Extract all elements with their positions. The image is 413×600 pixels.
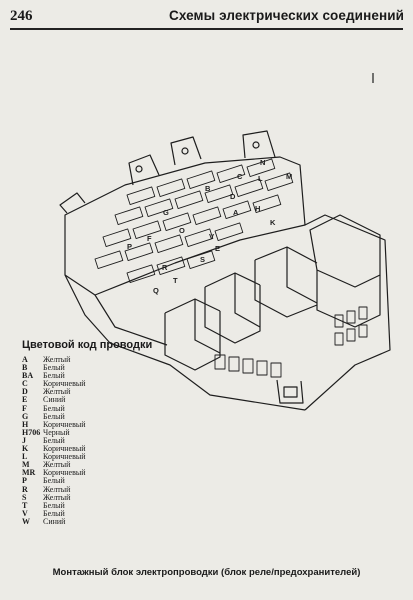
diagram-label: S [200, 255, 205, 264]
legend-color-name: Белый [43, 435, 65, 445]
legend-color-name: Синий [43, 395, 66, 405]
legend-code: F [22, 403, 27, 413]
legend-color-name: Желтый [43, 460, 71, 470]
legend-title: Цветовой код проводки [22, 339, 153, 351]
legend-color-name: Коричневый [43, 419, 86, 429]
legend-code: MR [22, 468, 36, 478]
diagram-label: K [270, 218, 276, 227]
legend-color-name: Желтый [43, 492, 71, 502]
legend-row: V Белый [22, 508, 86, 518]
legend-color-name: Желтый [43, 387, 71, 397]
diagram-label: Q [153, 286, 159, 295]
legend-color-name: Белый [43, 476, 65, 486]
legend-row: P Белый [22, 477, 86, 485]
legend-code: R [22, 484, 28, 494]
legend-color-name: Коричневый [43, 452, 86, 462]
legend-color-name: Коричневый [43, 444, 86, 454]
diagram-label: M [286, 172, 292, 181]
diagram-label: F [147, 234, 152, 243]
legend-code: K [22, 444, 29, 454]
legend-color-name: Белый [43, 411, 65, 421]
legend-color-name: Черный [43, 427, 70, 437]
legend-row: B Белый [22, 363, 86, 373]
legend-color-name: Белый [43, 508, 65, 518]
legend-color-name: Желтый [43, 484, 71, 494]
legend-code: H [22, 419, 29, 429]
legend-row: L Коричневый [22, 453, 86, 461]
page-header: 246 Схемы электрических соединений [10, 8, 404, 26]
legend-color-name: Коричневый [43, 468, 86, 478]
diagram-label: V [209, 232, 214, 241]
diagram-label: E [215, 244, 220, 253]
diagram-label: A [233, 208, 239, 217]
legend-code: V [22, 508, 28, 518]
diagram-label: H [255, 204, 260, 213]
figure-caption: Монтажный блок электропроводки (блок рел… [52, 567, 361, 578]
legend-color-name: Коричневый [43, 379, 86, 389]
legend-code: A [22, 355, 28, 364]
legend-code: B [22, 363, 28, 373]
legend-code: H706 [22, 427, 41, 437]
fuse-box-diagram: G B C N L M O H P F K R S T Q V A E D [59, 73, 391, 411]
legend-row: F Белый [22, 403, 86, 413]
legend-code: T [22, 500, 28, 510]
legend-row: BA Белый [22, 372, 86, 380]
legend-row: T Белый [22, 500, 86, 510]
legend-code: E [22, 395, 28, 405]
diagram-label: N [260, 158, 265, 167]
legend-row: C Коричневый [22, 380, 86, 388]
legend-code: BA [22, 371, 34, 381]
legend-code: J [22, 435, 26, 445]
legend-row: W Синий [22, 516, 86, 526]
legend-code: G [22, 411, 29, 421]
header-rule [10, 28, 403, 30]
legend-code: D [22, 387, 28, 397]
diagram-label: G [163, 208, 169, 217]
legend-row: MR Коричневый [22, 469, 86, 477]
page-number: 246 [10, 8, 33, 24]
legend-code: S [22, 492, 27, 502]
diagram-label: D [230, 192, 236, 201]
legend-color-name: Белый [43, 403, 65, 413]
legend-row: M Желтый [22, 461, 86, 469]
legend-row: S Желтый [22, 492, 86, 502]
legend-row: J Белый [22, 435, 86, 445]
legend-color-name: Синий [43, 516, 66, 526]
legend-color-name: Желтый [43, 355, 71, 364]
legend-row: D Желтый [22, 388, 86, 396]
legend-row: H Коричневый [22, 419, 86, 429]
diagram-label: R [162, 263, 168, 272]
diagram-label: B [205, 184, 211, 193]
diagram-label: C [237, 172, 243, 181]
diagram-label: O [179, 226, 185, 235]
legend-row: R Желтый [22, 484, 86, 494]
diagram-label: P [127, 242, 132, 251]
legend-row: G Белый [22, 411, 86, 421]
legend-row: E Синий [22, 396, 86, 404]
diagram-label: T [173, 276, 178, 285]
legend-row: A Желтый [22, 355, 86, 364]
legend-code: W [22, 516, 30, 526]
legend-code: M [22, 460, 30, 470]
diagram-label: L [258, 174, 263, 183]
legend-color-name: Белый [43, 371, 65, 381]
legend-code: P [22, 476, 27, 486]
page-title: Схемы электрических соединений [169, 8, 404, 23]
legend-color-name: Белый [43, 500, 65, 510]
legend-color-name: Белый [43, 363, 65, 373]
legend-row: K Коричневый [22, 444, 86, 454]
legend-code: C [22, 379, 28, 389]
legend-code: L [22, 452, 28, 462]
